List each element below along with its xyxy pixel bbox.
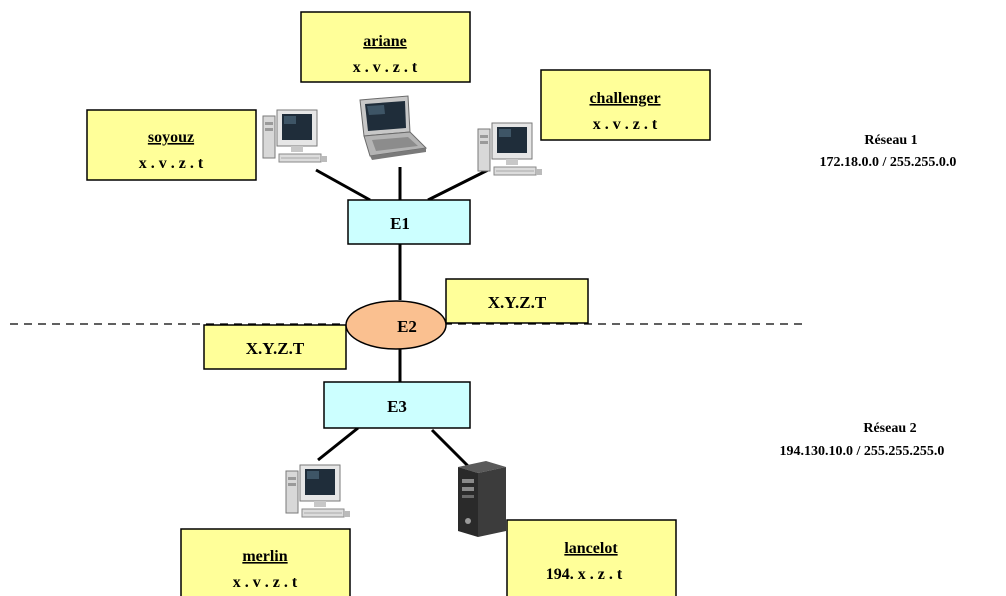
network-name: Réseau 2 <box>863 421 916 436</box>
switch-label: E1 <box>390 214 410 233</box>
desktop-computer-icon <box>285 464 351 518</box>
tower-server-icon <box>458 461 506 537</box>
host-name: soyouz <box>148 129 194 146</box>
host-name: challenger <box>589 90 660 107</box>
connection-lines <box>315 167 489 472</box>
interface-address: X.Y.Z.T <box>246 339 305 358</box>
host-address: x . v . z . t <box>139 155 204 172</box>
network-reseau1: Réseau 1 172.18.0.0 / 255.255.0.0 <box>820 133 957 170</box>
desktop-computer-icon <box>262 109 328 163</box>
host-name: merlin <box>242 548 287 565</box>
network-reseau2: Réseau 2 194.130.10.0 / 255.255.255.0 <box>780 421 945 459</box>
switch-e3: E3 <box>323 381 471 429</box>
host-lancelot: lancelot 194. x . z . t <box>506 519 677 596</box>
host-ariane: ariane x . v . z . t <box>300 11 471 83</box>
interface-address: X.Y.Z.T <box>488 293 547 312</box>
host-address: 194. x . z . t <box>546 566 623 583</box>
laptop-icon <box>359 95 427 161</box>
network-address: 194.130.10.0 / 255.255.255.0 <box>780 444 945 459</box>
host-address: x . v . z . t <box>353 59 418 76</box>
switch-label: E3 <box>387 397 407 416</box>
host-challenger: challenger x . v . z . t <box>540 69 711 141</box>
host-address: x . v . z . t <box>233 574 298 591</box>
router-interface-bottom: X.Y.Z.T <box>203 324 347 370</box>
host-address: x . v . z . t <box>593 116 658 133</box>
host-merlin: merlin x . v . z . t <box>180 528 351 596</box>
host-name: ariane <box>363 33 407 50</box>
host-soyouz: soyouz x . v . z . t <box>86 109 257 181</box>
network-address: 172.18.0.0 / 255.255.0.0 <box>820 155 957 170</box>
switch-e1: E1 <box>347 199 471 245</box>
network-name: Réseau 1 <box>864 133 917 148</box>
host-name: lancelot <box>564 540 618 557</box>
router-interface-top: X.Y.Z.T <box>445 278 589 324</box>
router-label: E2 <box>397 317 417 336</box>
router-e2: E2 <box>345 300 447 350</box>
desktop-computer-icon <box>477 122 543 176</box>
